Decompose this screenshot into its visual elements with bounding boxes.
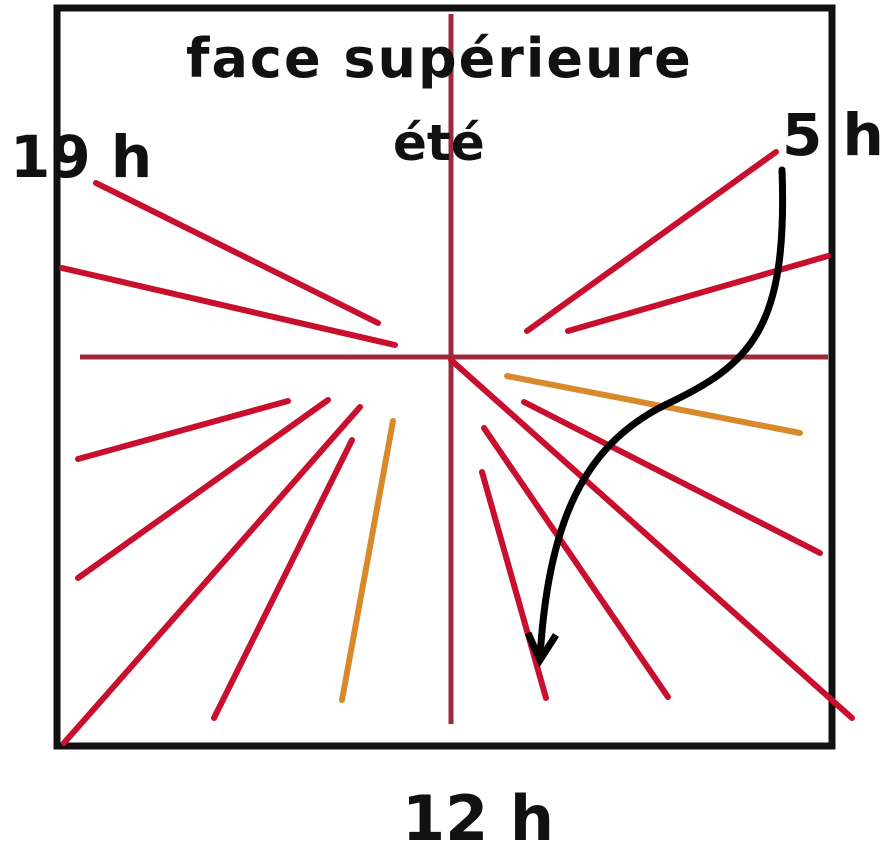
arrow-head <box>524 631 559 668</box>
shadow-line <box>524 149 779 334</box>
highlight-lines <box>339 373 803 703</box>
shadow-line <box>211 437 355 721</box>
shadow-line <box>448 357 855 721</box>
diagram-subtitle-season: été <box>393 114 485 172</box>
shadow-line <box>59 265 398 348</box>
shadow-line <box>75 397 331 581</box>
shadow-line <box>479 469 549 701</box>
hour-label-12h: 12 h <box>402 782 555 855</box>
shadow-line <box>75 398 291 462</box>
shadow-line <box>521 399 823 556</box>
time-arrow <box>536 166 787 662</box>
noon-shadow-line <box>339 418 396 703</box>
shadow-lines <box>59 149 855 746</box>
shadow-line <box>481 425 671 700</box>
morning-shadow-line <box>504 373 803 436</box>
diagram-title: face supérieure <box>186 27 693 90</box>
hour-label-19h: 19 h <box>10 123 153 191</box>
shadow-line <box>93 180 381 326</box>
frame-border <box>53 4 836 750</box>
shadow-line <box>565 253 831 334</box>
hour-label-5h: 5 h <box>782 101 884 169</box>
shadow-line <box>61 404 363 746</box>
